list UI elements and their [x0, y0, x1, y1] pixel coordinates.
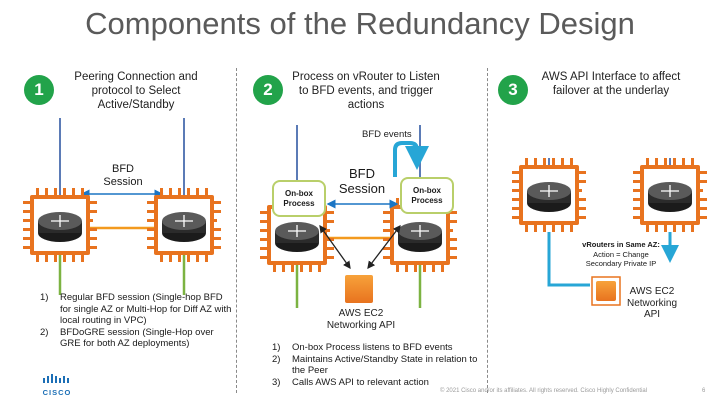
aws-label-line2: Networking	[626, 297, 678, 309]
process-label-line2: Process	[411, 195, 443, 205]
aws-label-line1: AWS EC2	[338, 308, 384, 319]
list-item: 1) Regular BFD session (Single-hop BFD fo…	[40, 292, 235, 327]
callout-line3: Secondary Private IP	[585, 259, 657, 268]
process-label-line2: Process	[283, 198, 315, 208]
callout-title: vRouters in Same AZ:	[582, 240, 660, 249]
note-number: 2)	[40, 326, 49, 338]
list-item: 2) Maintains Active/Standby State in rela…	[272, 354, 482, 377]
note-text: Calls AWS API to relevant action	[292, 376, 429, 388]
panel2-notes: 1) On-box Process listens to BFD events 2…	[272, 342, 482, 388]
bfd-session-label: BFD Session	[98, 163, 148, 189]
aws-label-line1: AWS EC2	[629, 286, 675, 297]
aws-label-line3: API	[643, 309, 661, 320]
note-text: On-box Process listens to BFD events	[292, 342, 453, 353]
section-heading-1: Peering Connection and protocol to Selec…	[74, 71, 198, 111]
section-heading-2: Process on vRouter to Listen to BFD even…	[292, 71, 440, 111]
aws-ec2-label: AWS EC2 Networking API	[316, 308, 406, 331]
list-item: 3) Calls AWS API to relevant action	[272, 377, 482, 389]
note-text: Regular BFD session (Single-hop BFD for …	[60, 292, 232, 326]
note-number: 3)	[272, 376, 281, 388]
process-label-line1: On-box	[413, 185, 441, 195]
panel1-notes: 1) Regular BFD session (Single-hop BFD fo…	[40, 292, 235, 350]
on-box-process-left: On-box Process	[272, 180, 326, 217]
bfd-events-label: BFD events	[362, 129, 412, 140]
section-heading-3: AWS API Interface to affect failover at …	[541, 71, 681, 97]
cisco-bars-icon	[43, 374, 69, 383]
divider-right	[487, 68, 488, 393]
slide-title: Components of the Redundancy Design	[85, 6, 635, 41]
cisco-logo: CISCO	[37, 370, 77, 397]
step-badge-1: 1	[24, 75, 54, 105]
aws-ec2-label: AWS EC2 Networking API	[622, 286, 682, 321]
bfd-label-line2: Session	[103, 176, 143, 188]
divider-left	[236, 68, 237, 393]
aws-label-line2: Networking API	[326, 319, 396, 331]
note-number: 2)	[272, 353, 281, 365]
vrouter-chip-icon	[146, 187, 222, 263]
note-number: 1)	[40, 292, 49, 303]
vrouter-chip-icon	[22, 187, 98, 263]
note-number: 1)	[272, 342, 281, 353]
note-text: Maintains Active/Standby State in relati…	[292, 353, 478, 377]
aws-ec2-icon	[345, 275, 373, 303]
step-badge-2: 2	[253, 75, 283, 105]
aws-ec2-icon	[596, 281, 616, 301]
process-label-line1: On-box	[285, 188, 313, 198]
list-item: 1) On-box Process listens to BFD events	[272, 342, 482, 354]
note-text: BFDoGRE session (Single-Hop over GRE for…	[60, 326, 214, 350]
page-number: 6	[702, 388, 706, 394]
step-badge-3: 3	[498, 75, 528, 105]
bfd-label-line1: BFD	[112, 163, 134, 175]
cisco-logo-text: CISCO	[42, 388, 72, 397]
bfd-label-line2: Session	[338, 181, 386, 196]
same-az-callout: vRouters in Same AZ: Action = Change Sec…	[566, 240, 676, 269]
on-box-process-right: On-box Process	[400, 177, 454, 214]
list-item: 2) BFDoGRE session (Single-Hop over GRE f…	[40, 327, 235, 350]
vrouter-chip-icon	[511, 157, 587, 233]
bfd-label-line1: BFD	[349, 166, 375, 181]
bfd-session-label: BFD Session	[336, 166, 388, 196]
callout-line2: Action = Change	[593, 249, 649, 259]
vrouter-chip-icon	[632, 157, 708, 233]
copyright: © 2021 Cisco and/or its affiliates. All …	[440, 388, 648, 394]
